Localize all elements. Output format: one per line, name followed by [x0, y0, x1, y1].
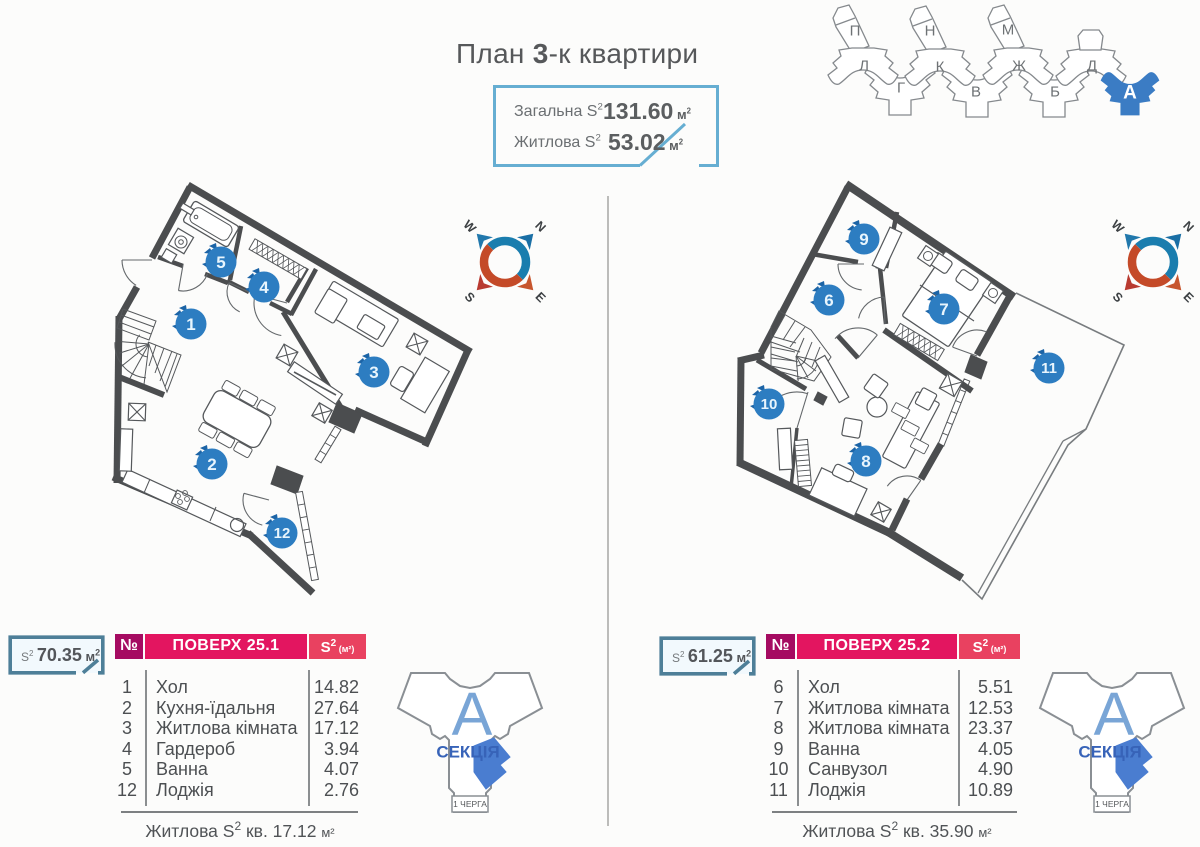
svg-text:8: 8: [861, 452, 870, 471]
svg-text:3: 3: [369, 363, 378, 382]
svg-text:А: А: [1094, 680, 1135, 748]
svg-text:2: 2: [207, 455, 216, 474]
svg-text:Б: Б: [1050, 84, 1060, 101]
svg-text:Г: Г: [897, 80, 905, 97]
svg-text:А: А: [1123, 83, 1137, 104]
svg-text:М: М: [1002, 22, 1015, 39]
svg-text:Ж: Ж: [1012, 58, 1026, 75]
svg-text:А: А: [452, 680, 493, 748]
svg-text:12: 12: [274, 525, 291, 542]
svg-text:11: 11: [1041, 360, 1057, 377]
svg-text:9: 9: [859, 230, 868, 249]
svg-text:СЕКЦІЯ: СЕКЦІЯ: [436, 743, 499, 762]
svg-text:Д: Д: [1087, 58, 1097, 75]
svg-text:СЕКЦІЯ: СЕКЦІЯ: [1078, 743, 1141, 762]
svg-text:В: В: [971, 84, 981, 101]
svg-text:4: 4: [259, 278, 269, 297]
svg-text:К: К: [936, 59, 945, 76]
svg-text:10: 10: [761, 396, 778, 413]
svg-text:7: 7: [939, 300, 948, 319]
svg-text:Л: Л: [859, 58, 869, 75]
svg-text:1: 1: [186, 315, 195, 334]
svg-text:П: П: [850, 23, 861, 40]
svg-text:5: 5: [216, 253, 225, 272]
svg-text:6: 6: [824, 291, 833, 310]
svg-text:1 ЧЕРГА: 1 ЧЕРГА: [453, 799, 487, 809]
svg-text:Н: Н: [925, 23, 936, 40]
svg-text:1 ЧЕРГА: 1 ЧЕРГА: [1095, 799, 1129, 809]
